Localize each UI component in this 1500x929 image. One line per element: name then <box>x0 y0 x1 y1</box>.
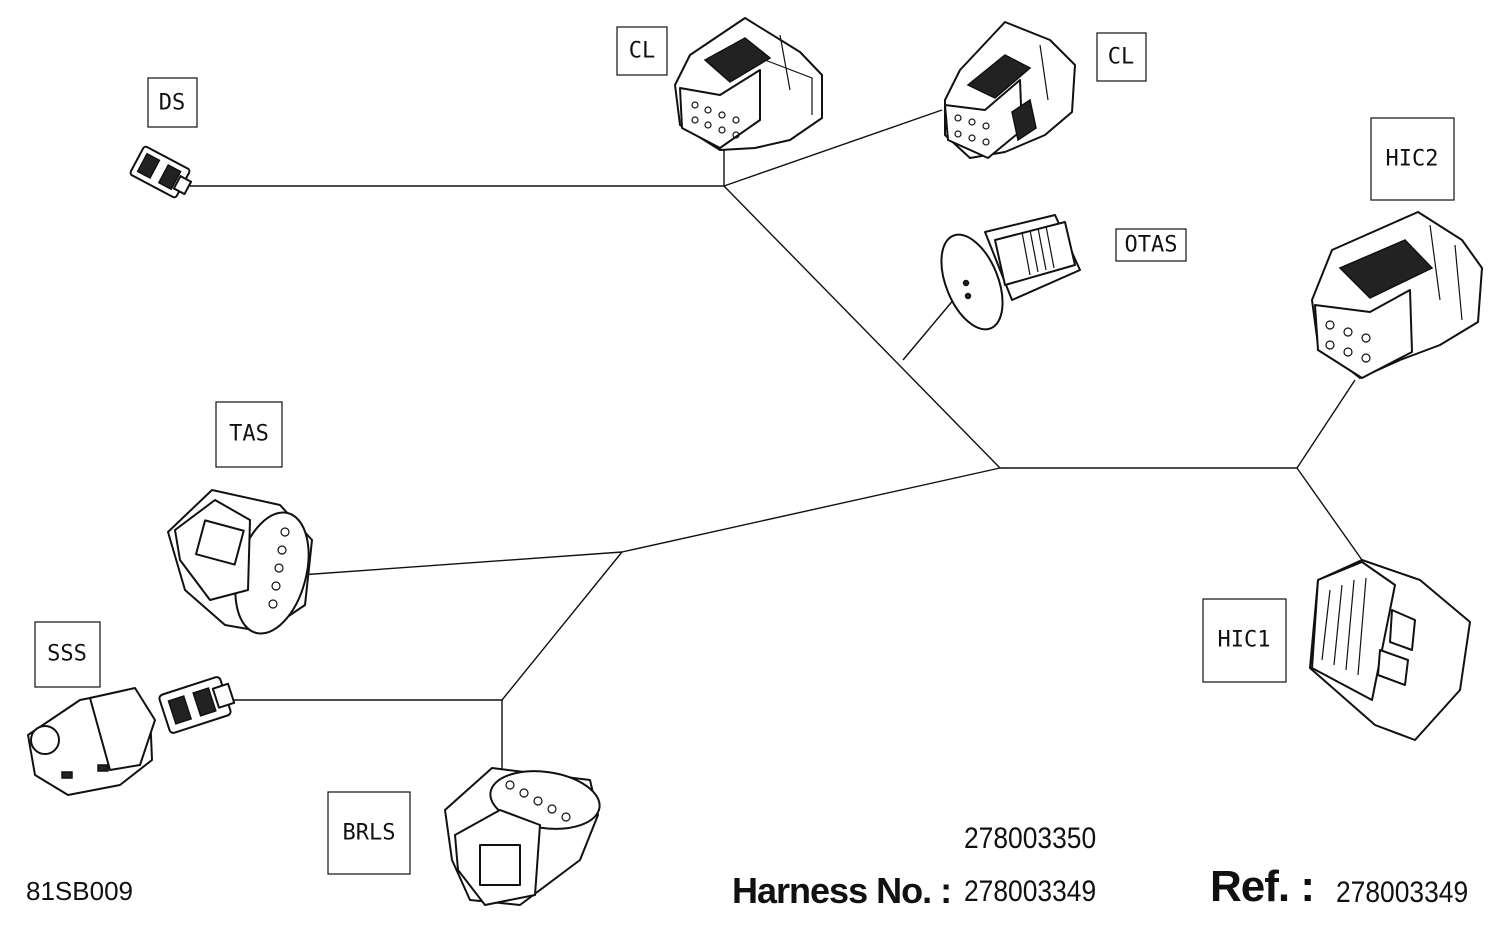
ref-label: Ref. : <box>1210 862 1315 911</box>
label-otas-text: OTAS <box>1125 233 1178 258</box>
hic1-connector <box>1309 559 1471 741</box>
brls-connector <box>444 767 601 906</box>
tas-connector <box>167 489 313 635</box>
label-ds-text: DS <box>159 91 186 116</box>
otas-connector <box>940 214 1081 331</box>
figure-id: 81SB009 <box>26 876 133 906</box>
wire-otas <box>902 297 956 361</box>
sss-sensor <box>27 687 156 796</box>
label-hic2-text: HIC2 <box>1386 147 1439 172</box>
wire-tas <box>299 551 623 576</box>
harness-alt-number: 278003350 <box>964 822 1097 855</box>
ref-number: 278003349 <box>1336 876 1469 909</box>
wire-hic1 <box>1296 467 1363 561</box>
cl-right-connector <box>944 21 1076 159</box>
label-otas: OTAS <box>1115 228 1187 262</box>
label-ds: DS <box>147 77 198 128</box>
label-cl-right-text: CL <box>1108 45 1135 70</box>
label-tas-text: TAS <box>229 422 269 447</box>
label-tas: TAS <box>215 401 283 468</box>
wire-trunk-lower <box>621 467 1001 553</box>
label-sss: SSS <box>34 621 101 688</box>
ds-connector <box>129 145 193 199</box>
label-brls: BRLS <box>327 791 411 875</box>
harness-label: Harness No. : <box>732 870 952 911</box>
harness-wires <box>190 109 1363 770</box>
hic2-connector <box>1311 211 1483 379</box>
cl-left-connector <box>674 17 823 151</box>
wire-trunk-upper <box>723 185 1001 469</box>
label-hic2: HIC2 <box>1370 117 1455 201</box>
label-cl-left-text: CL <box>629 39 656 64</box>
label-brls-text: BRLS <box>343 821 396 846</box>
wire-hic2 <box>1296 379 1356 469</box>
label-hic1: HIC1 <box>1202 598 1287 683</box>
label-cl-left: CL <box>616 26 668 76</box>
wire-cl-right <box>723 109 943 187</box>
label-hic1-text: HIC1 <box>1218 628 1271 653</box>
harness-number: 278003349 <box>964 875 1097 908</box>
sss-connector <box>158 676 236 734</box>
wire-lower-branch <box>501 551 623 701</box>
label-cl-right: CL <box>1096 32 1147 82</box>
label-sss-text: SSS <box>47 642 87 667</box>
